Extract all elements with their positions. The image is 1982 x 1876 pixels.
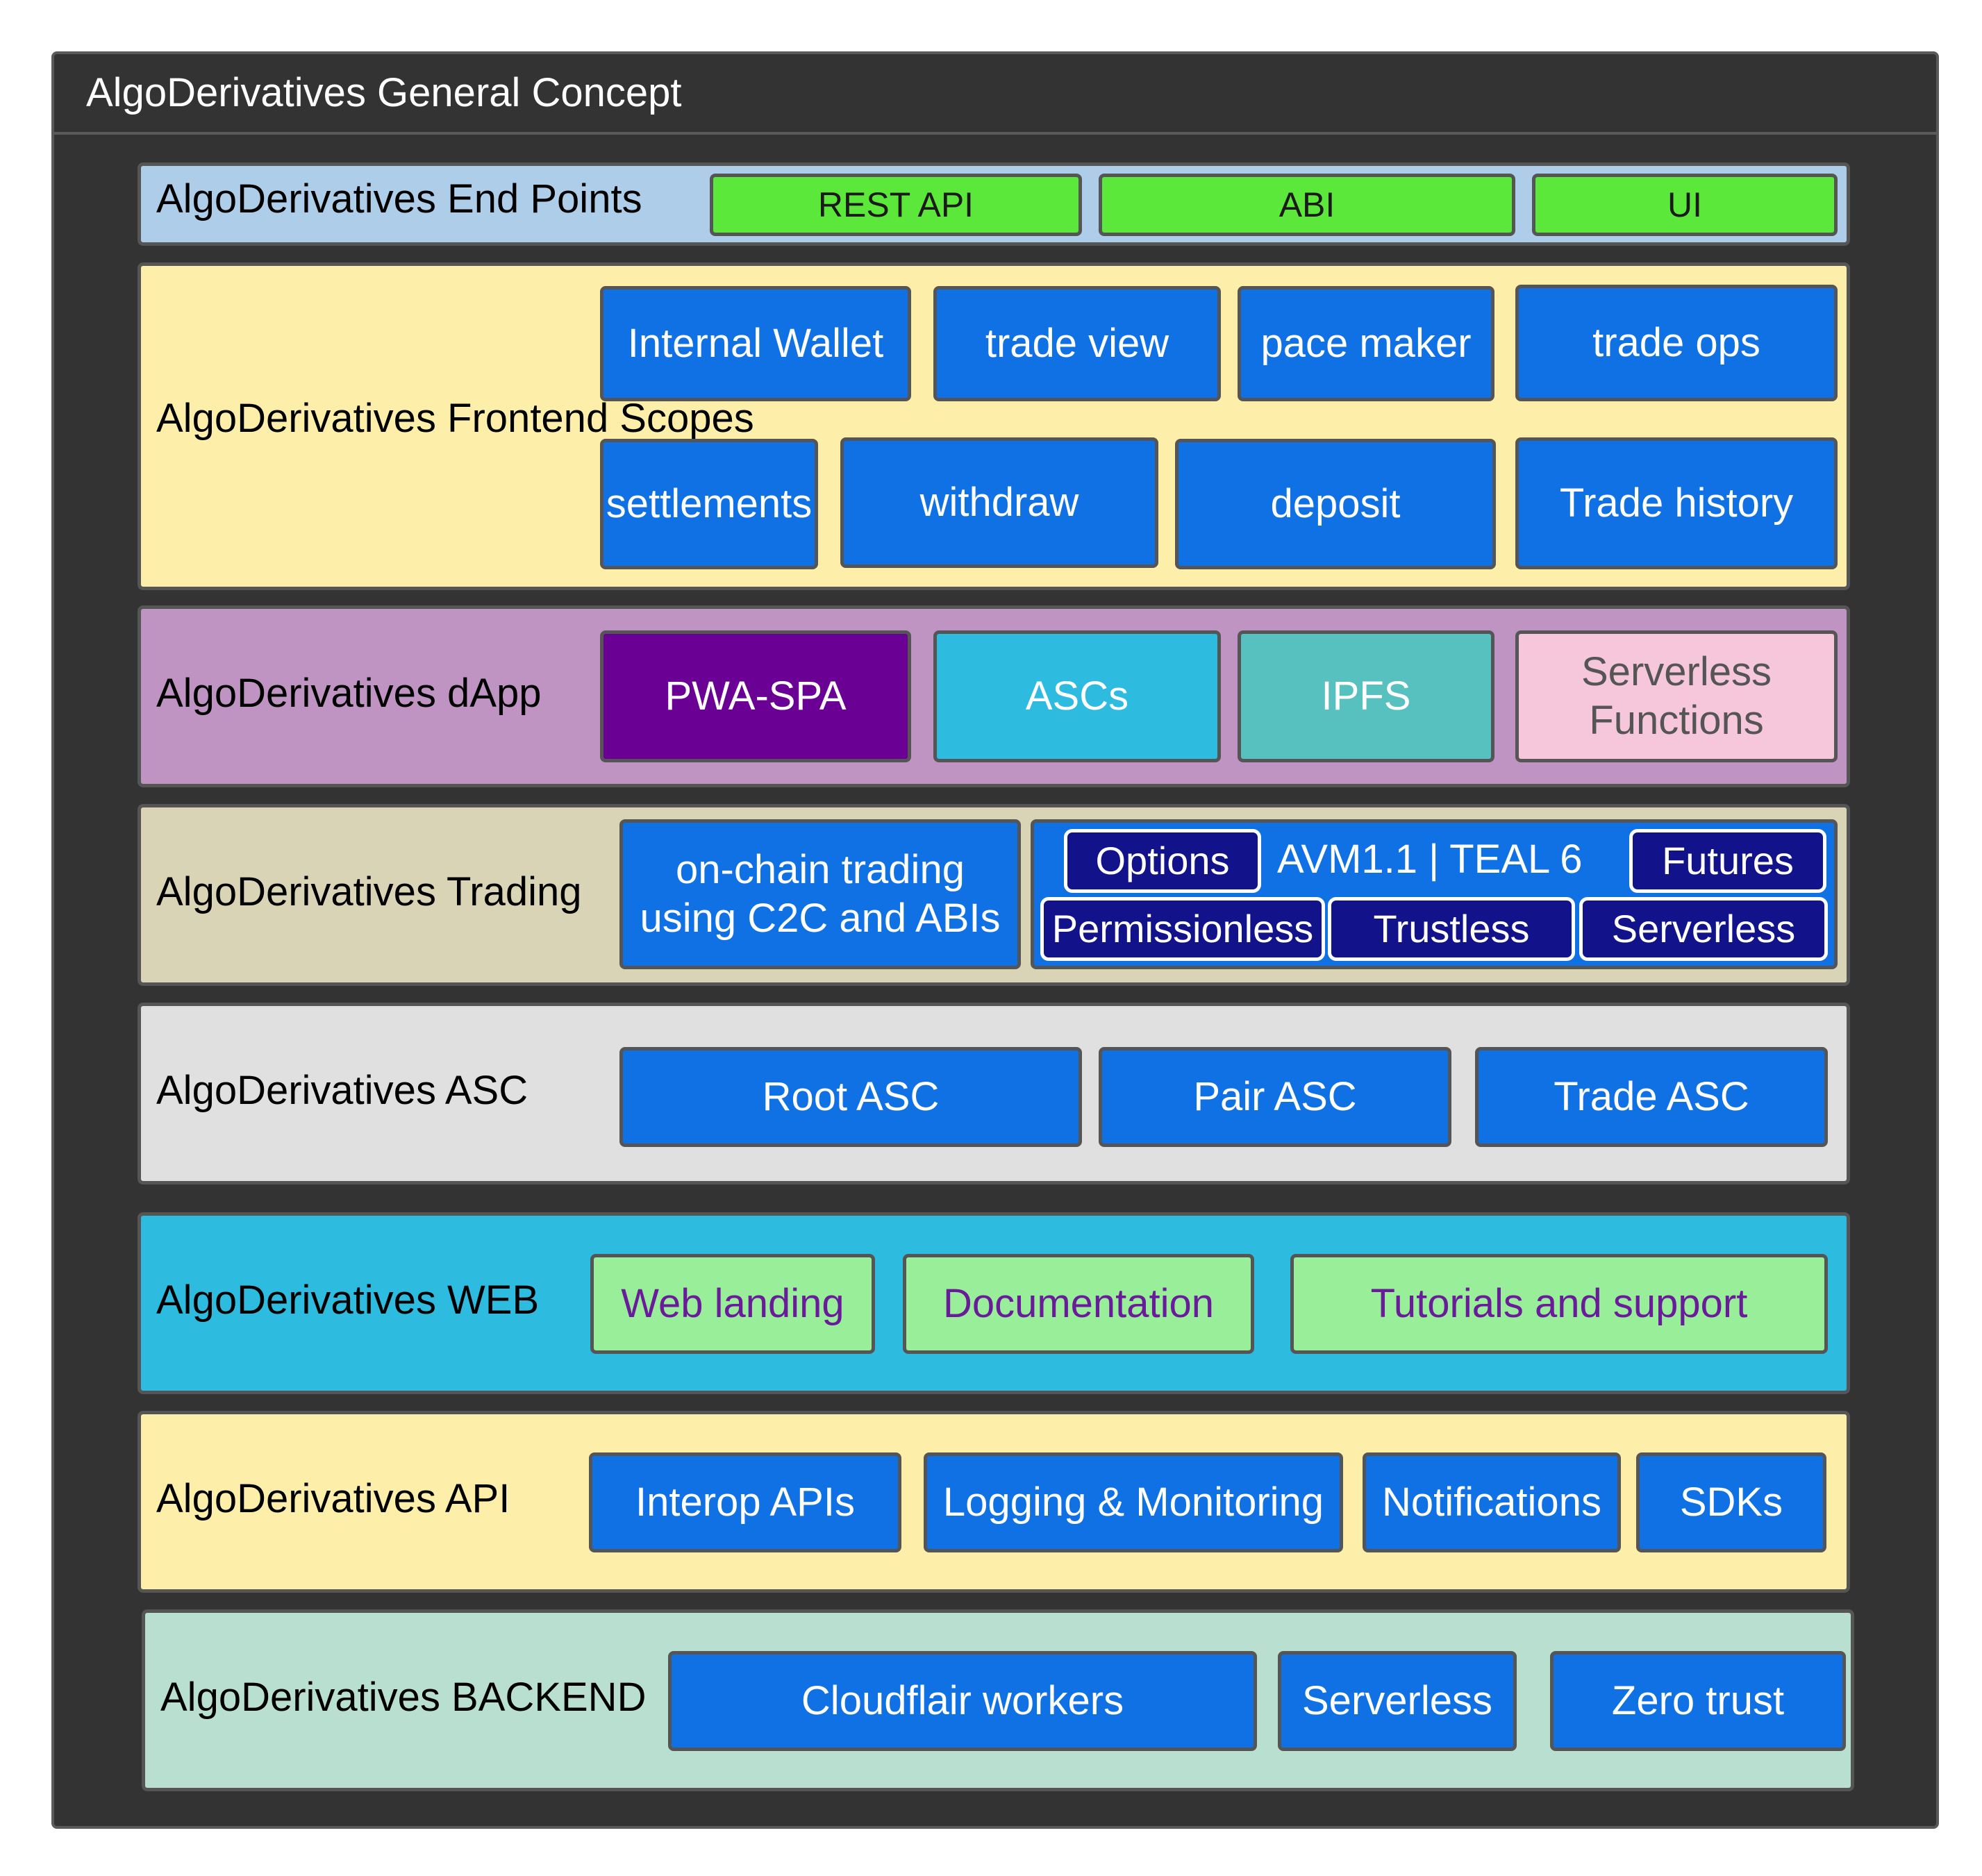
asc-root: Root ASC (619, 1047, 1082, 1147)
api-interop: Interop APIs (589, 1452, 901, 1552)
serverless-functions-line2: Functions (1589, 698, 1764, 743)
web-documentation: Documentation (903, 1254, 1254, 1354)
endpoint-abi: ABI (1099, 174, 1515, 236)
dapp-pwa-spa: PWA-SPA (600, 630, 911, 762)
trading-trustless: Trustless (1328, 897, 1575, 961)
backend-zero-trust: Zero trust (1550, 1651, 1846, 1751)
api-logging-monitoring: Logging & Monitoring (924, 1452, 1343, 1552)
dapp-ascs: ASCs (933, 630, 1221, 762)
trading-futures: Futures (1629, 829, 1826, 893)
asc-pair: Pair ASC (1099, 1047, 1451, 1147)
dapp-serverless-functions: Serverless Functions (1515, 630, 1838, 762)
layer-web-label: AlgoDerivatives WEB (156, 1278, 540, 1323)
dapp-ipfs: IPFS (1238, 630, 1494, 762)
frontend-trade-history: Trade history (1515, 437, 1838, 569)
layer-dapp-label: AlgoDerivatives dApp (156, 671, 542, 716)
frontend-internal-wallet: Internal Wallet (600, 286, 911, 401)
asc-trade: Trade ASC (1475, 1047, 1828, 1147)
layer-asc-label: AlgoDerivatives ASC (156, 1068, 528, 1113)
endpoint-rest-api: REST API (710, 174, 1082, 236)
backend-cloudflair-workers: Cloudflair workers (668, 1651, 1257, 1751)
frontend-pace-maker: pace maker (1238, 286, 1494, 401)
layer-trading-label: AlgoDerivatives Trading (156, 869, 582, 914)
trading-serverless: Serverless (1579, 897, 1828, 961)
trading-onchain: on-chain trading using C2C and ABIs (619, 819, 1021, 969)
trading-options: Options (1064, 829, 1261, 893)
frontend-settlements: settlements (600, 439, 818, 569)
web-tutorials-support: Tutorials and support (1290, 1254, 1828, 1354)
layer-endpoints-label: AlgoDerivatives End Points (156, 176, 642, 221)
frontend-trade-ops: trade ops (1515, 285, 1838, 401)
onchain-line2: using C2C and ABIs (640, 896, 1001, 941)
endpoint-ui: UI (1532, 174, 1838, 236)
onchain-line1: on-chain trading (676, 847, 965, 893)
frontend-deposit: deposit (1175, 439, 1496, 569)
serverless-functions-line1: Serverless (1581, 649, 1772, 695)
diagram-title: AlgoDerivatives General Concept (86, 70, 682, 115)
api-sdks: SDKs (1636, 1452, 1826, 1552)
layer-api-label: AlgoDerivatives API (156, 1476, 510, 1521)
avm-teal-label: AVM1.1 | TEAL 6 (1277, 837, 1583, 882)
layer-backend-label: AlgoDerivatives BACKEND (160, 1675, 647, 1720)
backend-serverless: Serverless (1278, 1651, 1517, 1751)
frontend-trade-view: trade view (933, 286, 1221, 401)
layer-frontend-label: AlgoDerivatives Frontend Scopes (156, 396, 754, 441)
title-bar: AlgoDerivatives General Concept (54, 54, 1936, 135)
api-notifications: Notifications (1363, 1452, 1621, 1552)
trading-permissionless: Permissionless (1040, 897, 1325, 961)
web-landing: Web landing (590, 1254, 875, 1354)
frontend-withdraw: withdraw (840, 437, 1158, 568)
